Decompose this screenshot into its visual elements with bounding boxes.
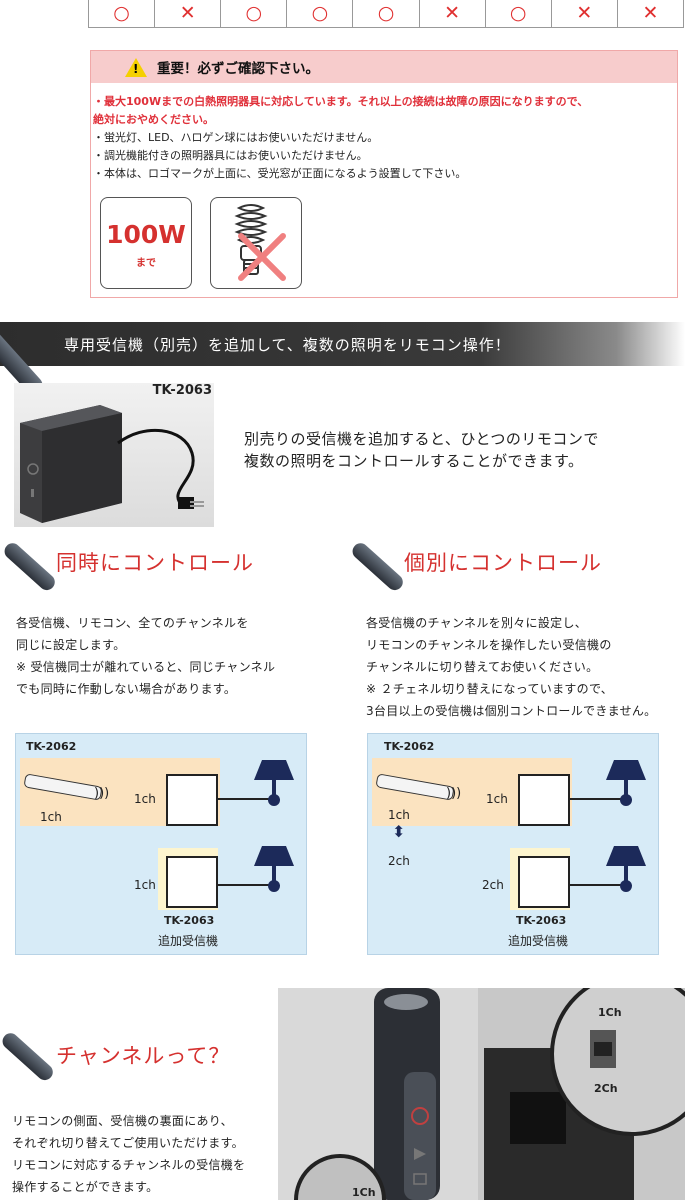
remote-icon — [1, 540, 59, 594]
compat-mark: ✕ — [420, 0, 486, 27]
lamp-icon — [606, 846, 646, 892]
indiv-title: 個別にコントロール — [404, 551, 602, 575]
compat-mark: ○ — [353, 0, 420, 27]
notice-title: 重要！必ずご確認下さい。 — [157, 61, 319, 77]
cord-line — [218, 798, 274, 800]
notice-line: ・蛍光灯、LED、ハロゲン球にはお使いいただけません。 — [93, 131, 379, 144]
compat-mark: ✕ — [155, 0, 222, 27]
channel-label-1: 1Ch — [598, 1006, 622, 1019]
badge-watt: 100W — [106, 220, 186, 249]
remote-icon — [349, 540, 407, 594]
cord-line — [570, 798, 626, 800]
compat-mark: ○ — [486, 0, 552, 27]
no-fluorescent-icon — [210, 197, 302, 289]
channel-switch-photo: 1Ch 2Ch 1Ch — [278, 972, 685, 1204]
signal-icon: ))) — [94, 786, 110, 801]
signal-icon: ))) — [446, 786, 462, 801]
important-notice: ! 重要！必ずご確認下さい。 ・最大100Wまでの白熱照明器具に対応しています。… — [90, 50, 678, 298]
compat-mark: ○ — [89, 0, 156, 27]
channel-title: チャンネルって？ — [56, 1044, 231, 1068]
channel-description: リモコンの側面、受信機の裏面にあり、 それぞれ切り替えてご使用いただけます。 リ… — [12, 1114, 246, 1194]
receiver-model: TK-2063 — [152, 383, 212, 398]
channel-label-3: 1Ch — [352, 1186, 376, 1199]
section-banner: 専用受信機（別売）を追加して、複数の照明をリモコン操作！ — [0, 322, 685, 399]
cord-line — [570, 884, 626, 886]
receiver1-channel: 1ch — [486, 792, 508, 806]
notice-line: 絶対におやめください。 — [93, 113, 214, 126]
cord-line — [218, 884, 274, 886]
notice-body: ・最大100Wまでの白熱照明器具に対応しています。それ以上の接続は故障の原因にな… — [91, 83, 677, 183]
receiver-photo: TK-2063 — [14, 383, 214, 527]
remote-channel-1: 1ch — [388, 808, 410, 822]
receiver2-caption: 追加受信機 — [158, 934, 219, 948]
indiv-description: 各受信機のチャンネルを別々に設定し、 リモコンのチャンネルを操作したい受信機の … — [366, 616, 657, 718]
simul-diagram: TK-2062 ))) 1ch 1ch 1ch TK-2063 追加受信機 — [15, 733, 307, 955]
receiver2-channel: 1ch — [134, 878, 156, 892]
banner-title: 専用受信機（別売）を追加して、複数の照明をリモコン操作！ — [64, 336, 511, 354]
indiv-diagram: TK-2062 ))) 1ch ⬍ 2ch 1ch 2ch TK-2063 追加… — [367, 733, 659, 955]
compat-mark: ✕ — [642, 2, 659, 24]
compat-mark: ○ — [287, 0, 354, 27]
notice-line: ・最大100Wまでの白熱照明器具に対応しています。それ以上の接続は故障の原因にな… — [93, 95, 589, 108]
receiver2-model: TK-2063 — [516, 914, 567, 927]
receiver2-channel: 2ch — [482, 878, 504, 892]
simul-title: 同時にコントロール — [56, 551, 254, 575]
channel-label-2: 2Ch — [594, 1082, 618, 1095]
receiver-description: 別売りの受信機を追加すると、ひとつのリモコンで 複数の照明をコントロールすること… — [244, 430, 599, 470]
notice-line: ・調光機能付きの照明器具にはお使いいただけません。 — [93, 149, 368, 162]
remote-model: TK-2062 — [384, 740, 435, 753]
receiver-icon — [166, 856, 218, 908]
badge-made: まで — [136, 258, 156, 269]
receiver1-channel: 1ch — [134, 792, 156, 806]
compat-table-row: ○ ✕ ○ ○ ○ ✕ ○ ✕ ✕ — [88, 0, 684, 28]
receiver2-model: TK-2063 — [164, 914, 215, 927]
notice-header: ! 重要！必ずご確認下さい。 — [91, 51, 677, 83]
lamp-icon — [606, 760, 646, 806]
remote-icon — [0, 1030, 57, 1084]
receiver-icon — [518, 774, 570, 826]
switch-arrow-icon: ⬍ — [392, 822, 406, 841]
receiver2-caption: 追加受信機 — [508, 934, 569, 948]
lamp-icon — [254, 760, 294, 806]
compat-mark: ✕ — [552, 0, 618, 27]
remote-channel: 1ch — [40, 810, 62, 824]
compat-mark: ○ — [221, 0, 288, 27]
receiver-icon — [166, 774, 218, 826]
receiver-icon — [518, 856, 570, 908]
warning-icon: ! — [125, 57, 147, 77]
notice-line: ・本体は、ロゴマークが上面に、受光窓が正面になるよう設置して下さい。 — [93, 167, 467, 180]
simul-description: 各受信機、リモコン、全てのチャンネルを 同じに設定します。 ※ 受信機同士が離れ… — [16, 616, 276, 696]
max-100w-badge: 100W まで — [100, 197, 192, 289]
remote-channel-2: 2ch — [388, 854, 410, 868]
lamp-icon — [254, 846, 294, 892]
remote-model: TK-2062 — [26, 740, 77, 753]
